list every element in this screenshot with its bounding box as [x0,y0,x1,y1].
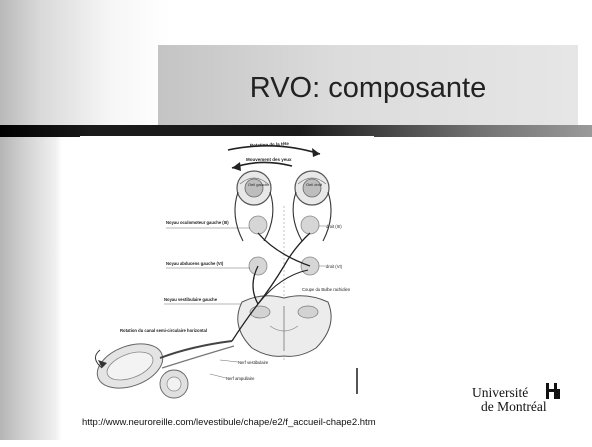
eye-movement-arrow [232,162,292,168]
logo-emblem-icon [542,382,564,400]
eye-movement-label: Mouvement des yeux [246,157,292,162]
head-rotation-arrow [228,146,320,154]
oculomotor-left-label: Noyau oculomoteur gauche (III) [166,220,229,225]
left-eye: Oeil gauche [237,171,271,205]
right-eye: Oeil droit [295,171,329,205]
slide-title: RVO: composante [158,60,578,116]
right-eye-label: Oeil droit [306,182,323,187]
bottom-frame [0,440,592,447]
ampullary-nerve-label: Nerf ampullaire [226,376,255,381]
left-gradient-band [0,137,62,447]
canal-rotation-label: Rotation du canal semi-circulaire horizo… [120,328,207,333]
medulla-section [238,296,331,357]
oculomotor-right-label: droit (III) [326,224,342,229]
vestibular-nerve-label: Nerf vestibulaire [238,360,269,365]
logo-montreal-text: de Montréal [481,399,547,415]
inner-ear [91,336,234,398]
medulla-label: Coupe du Bulbe rachidien [302,287,351,292]
abducens-left-label: Noyau abducens gauche (VI) [166,261,224,266]
vor-diagram: Rotation de la tête Mouvement des yeux O… [80,136,374,414]
abducens-right-label: droit (VI) [326,264,343,269]
university-logo: Université de Montréal [472,382,582,422]
vestibular-left-label: Noyau vestibulaire gauche [164,297,218,302]
source-url[interactable]: http://www.neuroreille.com/levestibule/c… [82,417,382,428]
left-eye-label: Oeil gauche [248,182,270,187]
